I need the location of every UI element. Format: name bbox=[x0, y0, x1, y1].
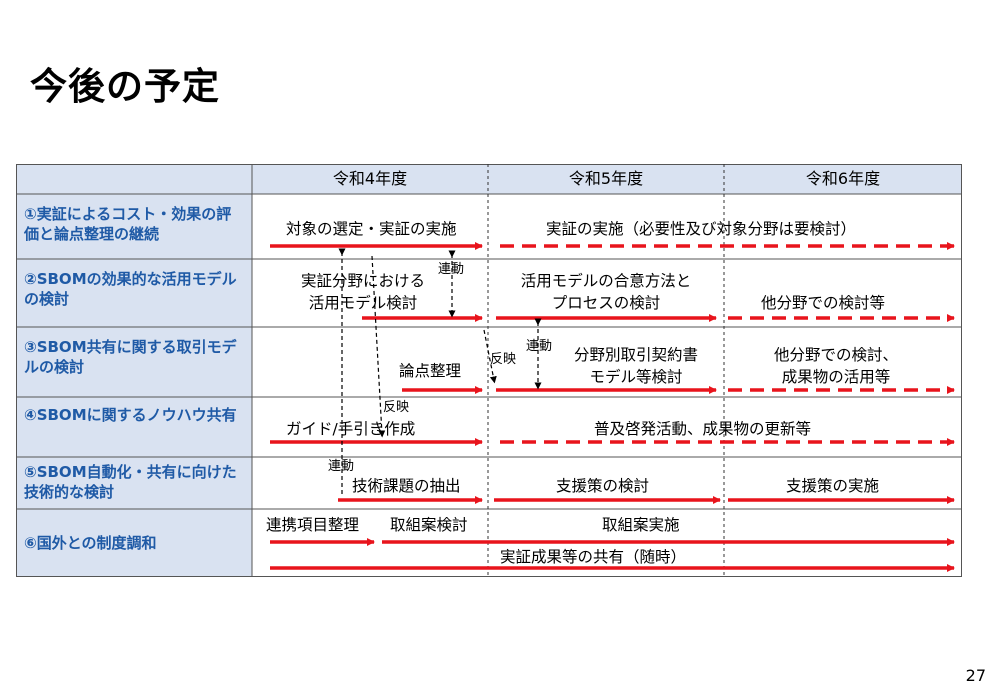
task-r6-plan-implement: 取組案実施 bbox=[602, 516, 680, 534]
schedule-table: 令和4年度 令和5年度 令和6年度 ①実証によるコスト・効果の評価と論点整理の継… bbox=[16, 164, 962, 577]
gantt-lines bbox=[16, 164, 962, 577]
annotation-renkei-3: 連動 bbox=[328, 459, 355, 474]
task-r6-plan-study: 取組案検討 bbox=[390, 516, 468, 534]
task-r2-model-study-l1: 実証分野における bbox=[300, 272, 425, 290]
task-r1-verify-continue: 実証の実施（必要性及び対象分野は要検討） bbox=[546, 220, 857, 238]
task-r5-support-study: 支援策の検討 bbox=[556, 477, 650, 495]
year-r6: 令和6年度 bbox=[805, 169, 881, 188]
task-r3-contract-l1: 分野別取引契約書 bbox=[573, 346, 698, 364]
annotation-hanei-1: 反映 bbox=[490, 352, 517, 367]
task-r3-contract-l2: モデル等検討 bbox=[589, 368, 683, 386]
header-corner bbox=[16, 164, 252, 194]
year-r5: 令和5年度 bbox=[568, 169, 644, 188]
task-r3-other-l1: 他分野での検討、 bbox=[773, 346, 898, 364]
page-number: 27 bbox=[965, 666, 986, 685]
task-r6-share-results: 実証成果等の共有（随時） bbox=[500, 548, 687, 566]
task-r1-select-verify: 対象の選定・実証の実施 bbox=[286, 220, 457, 238]
year-r4: 令和4年度 bbox=[332, 169, 408, 188]
task-r4-guide: ガイド/手引き作成 bbox=[286, 420, 416, 438]
task-r6-link-items: 連携項目整理 bbox=[266, 516, 360, 534]
task-r2-agreement-l2: プロセスの検討 bbox=[551, 294, 661, 312]
row-label-4: ④SBOMに関するノウハウ共有 bbox=[16, 397, 252, 457]
annotation-renkei-1: 連動 bbox=[438, 262, 465, 277]
task-r3-other-l2: 成果物の活用等 bbox=[781, 368, 891, 386]
annotation-renkei-2: 連動 bbox=[526, 339, 553, 354]
task-r4-awareness: 普及啓発活動、成果物の更新等 bbox=[594, 420, 812, 438]
row-label-6: ⑥国外との制度調和 bbox=[16, 509, 252, 577]
row-label-5: ⑤SBOM自動化・共有に向けた技術的な検討 bbox=[16, 457, 252, 509]
task-r2-agreement-l1: 活用モデルの合意方法と bbox=[520, 272, 692, 290]
row-label-2: ②SBOMの効果的な活用モデルの検討 bbox=[16, 259, 252, 327]
annotation-hanei-2: 反映 bbox=[383, 400, 410, 415]
page-title: 今後の予定 bbox=[30, 65, 220, 108]
task-r5-support-implement: 支援策の実施 bbox=[786, 477, 880, 495]
task-r5-tech-issues: 技術課題の抽出 bbox=[352, 477, 461, 495]
task-r3-issue-arrange: 論点整理 bbox=[399, 362, 462, 380]
header-years bbox=[252, 164, 962, 194]
row-label-3: ③SBOM共有に関する取引モデルの検討 bbox=[16, 327, 252, 397]
task-r2-model-study-l2: 活用モデル検討 bbox=[308, 294, 418, 312]
task-r2-other-fields: 他分野での検討等 bbox=[761, 294, 886, 312]
row-label-1: ①実証によるコスト・効果の評価と論点整理の継続 bbox=[16, 194, 252, 259]
